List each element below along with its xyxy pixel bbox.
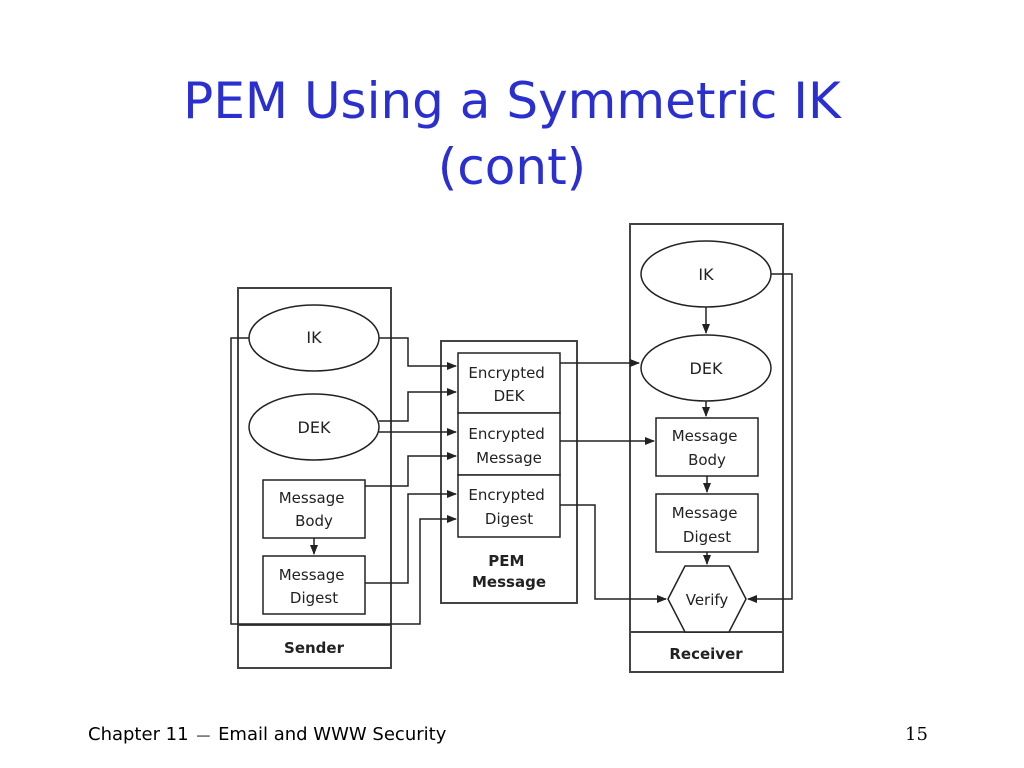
receiver-dek-label: DEK [690,359,723,378]
footer-chapter-number: Chapter 11 [88,724,189,745]
receiver-ik-label: IK [698,265,714,284]
connector-sender-digest-to-encrypted-digest [365,490,457,584]
sender-label: Sender [284,639,345,657]
pem-encrypted-digest-node [457,474,561,538]
receiver-message-body-node [655,417,759,477]
connector-receiver-ik-to-verify [747,273,793,603]
connector-sender-ik-to-encrypted-dek [379,337,457,370]
pem-label: PEM Message [472,552,546,591]
receiver-frame [629,223,784,673]
connector-sender-dek-to-encrypted-dek [379,388,457,422]
footer-topic: Email and WWW Security [218,724,447,745]
connector-sender-body-to-encrypted-message [365,452,457,487]
slide-title-line1: PEM Using a Symmetric IK [183,72,841,130]
receiver-verify-label: Verify [686,591,729,609]
sender-ik-label: IK [306,328,322,347]
connector-encrypted-digest-to-verify [560,504,667,603]
receiver-verify-node [667,565,747,633]
pem-encrypted-digest-label: Encrypted Digest [468,486,549,528]
sender-message-digest-label: Message Digest [279,566,350,607]
slide-title: PEM Using a Symmetric IK (cont) [0,68,1024,200]
footer-chapter: Chapter 11 — Email and WWW Security [88,724,446,745]
sender-dek-node [248,393,380,461]
receiver-message-digest-node [655,493,759,553]
pem-encrypted-dek-node [457,352,561,414]
receiver-message-digest-label: Message Digest [672,504,743,546]
receiver-label: Receiver [669,645,743,663]
footer-dash: — [196,728,211,744]
sender-message-body-label: Message Body [279,489,350,530]
receiver-group: Receiver IK DEK Message Body Message Dig… [629,223,784,673]
sender-dek-label: DEK [298,418,331,437]
sender-frame [237,287,392,669]
sender-group: Sender IK DEK Message Body Message Diges… [237,287,392,669]
pem-encrypted-message-node [457,412,561,476]
slide-title-line2: (cont) [437,138,587,196]
pem-encrypted-message-label: Encrypted Message [468,425,549,467]
receiver-message-body-label: Message Body [672,427,743,469]
sender-message-digest-node [262,555,366,615]
connector-sender-ik-to-encrypted-digest [230,337,457,625]
pem-message-group: PEM Message Encrypted DEK Encrypted Mess… [440,340,578,604]
page-number: 15 [905,724,928,745]
pem-encrypted-dek-label: Encrypted DEK [468,364,549,405]
sender-message-body-node [262,479,366,539]
pem-frame [440,340,578,604]
